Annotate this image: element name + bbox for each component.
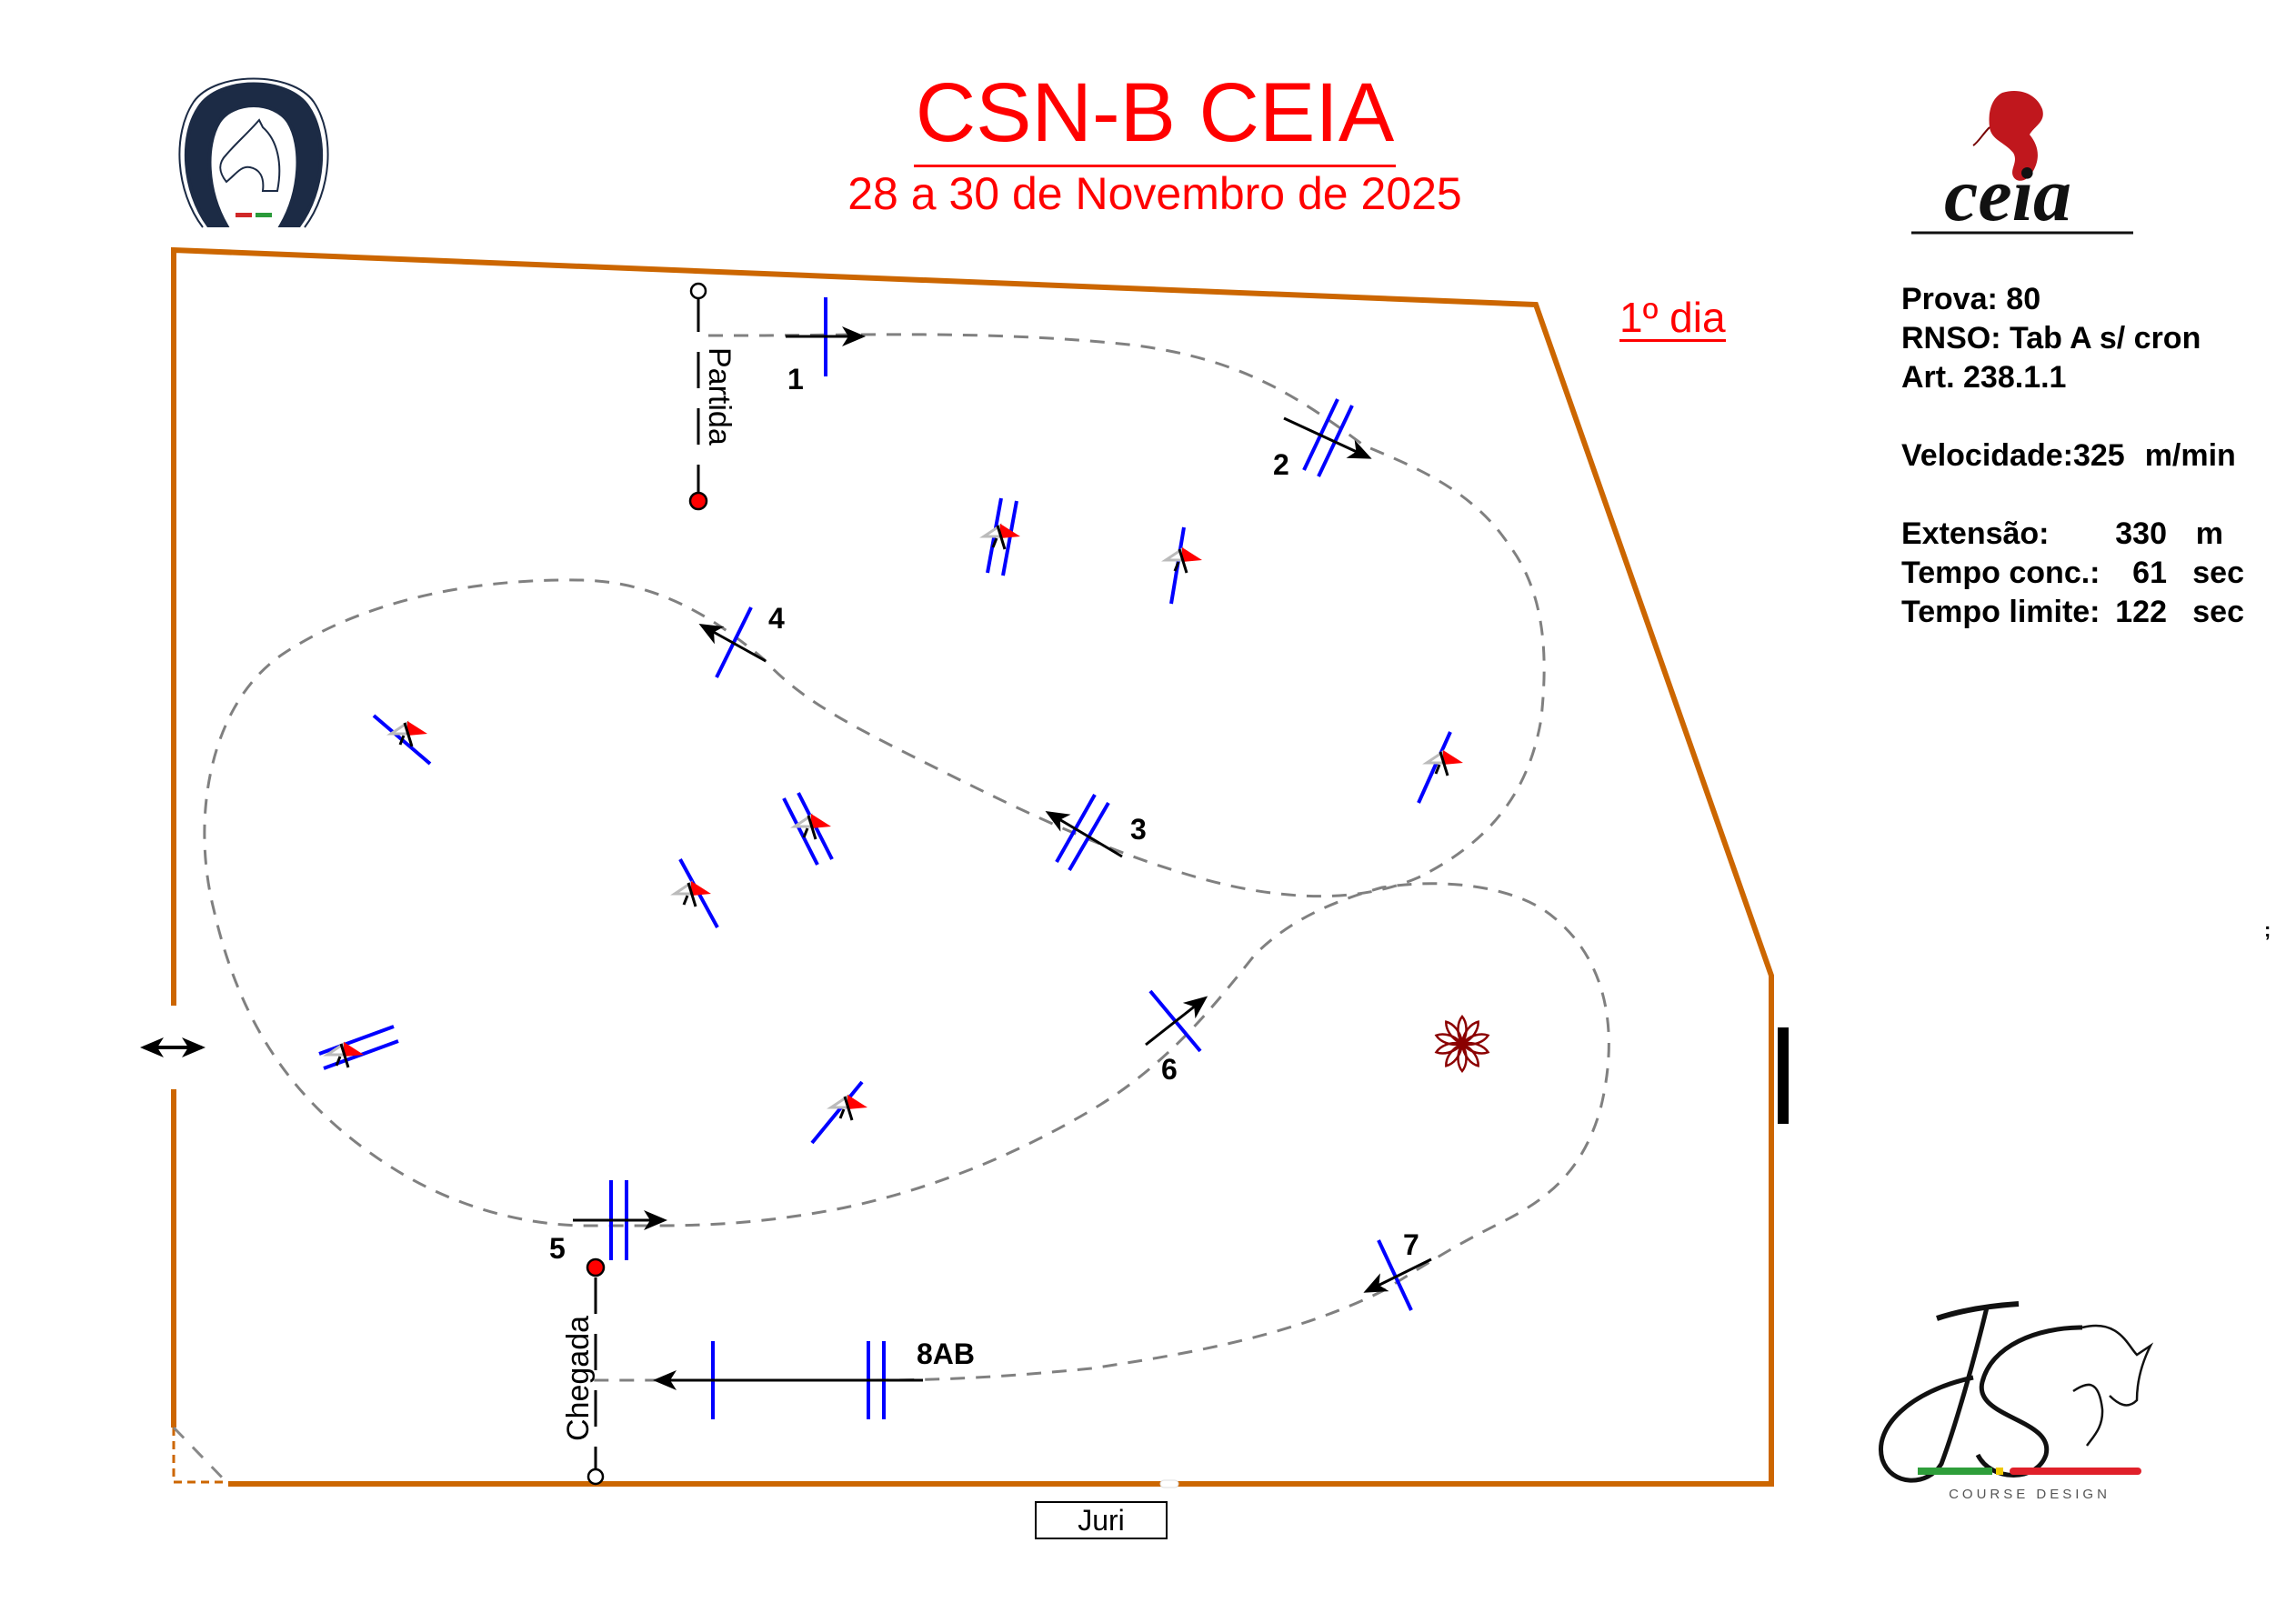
time-allowed-label: Tempo conc.:	[1901, 556, 2100, 590]
info-time-limit: Tempo limite: 122 sec	[1901, 593, 2244, 632]
js-course-design-logo: COURSE DESIGN	[1879, 1301, 2154, 1502]
event-dates: 28 a 30 de Novembro de 2025	[847, 168, 1462, 219]
length-label: Extensão:	[1901, 516, 2050, 551]
time-limit-unit: sec	[2192, 595, 2244, 629]
rnso-label: RNSO:	[1901, 321, 2001, 356]
bottom-gate-gap	[1159, 1479, 1179, 1488]
art-label: Art.	[1901, 360, 1955, 395]
day-label: 1º dia	[1619, 294, 1726, 343]
obstacle-8ab: 8AB	[653, 1337, 975, 1419]
start-line: Partida	[688, 282, 737, 511]
info-rnso: RNSO: Tab A s/ cron	[1901, 319, 2244, 358]
obstacle-number-4: 4	[768, 602, 785, 635]
obstacle-2: 2	[1273, 398, 1372, 481]
obstacle-number-3: 3	[1130, 813, 1147, 846]
finish-label: Chegada	[561, 1316, 596, 1441]
obstacle-4: 4	[698, 602, 785, 678]
decoration-flower-icon	[1434, 1015, 1490, 1073]
unused-obstacle	[1417, 731, 1465, 804]
obstacle-1: 1	[786, 297, 866, 396]
unused-obstacle	[782, 792, 834, 866]
prova-value: 80	[2006, 282, 2041, 316]
info-prova: Prova: 80	[1901, 280, 2244, 319]
ceia-logo-text: ceia	[1944, 153, 2071, 237]
obstacle-5: 5	[549, 1180, 667, 1265]
competition-info: Prova: 80 RNSO: Tab A s/ cron Art. 238.1…	[1901, 280, 2244, 632]
finish-line: Chegada	[561, 1257, 606, 1486]
start-marker-white	[689, 282, 707, 300]
info-speed: Velocidade:325 m/min	[1901, 436, 2244, 476]
obstacle-number-7: 7	[1403, 1228, 1419, 1261]
obstacle-number-5: 5	[549, 1232, 566, 1265]
start-marker-red	[688, 491, 708, 511]
unused-obstacle	[372, 714, 432, 766]
speed-unit: m/min	[2144, 438, 2236, 473]
obstacle-3: 3	[1045, 794, 1147, 872]
unused-obstacle	[673, 858, 719, 928]
speed-value: 325	[2072, 438, 2125, 473]
info-time-allowed: Tempo conc.: 61 sec	[1901, 554, 2244, 593]
obstacle-number-8ab: 8AB	[917, 1337, 975, 1370]
art-value: 238.1.1	[1963, 360, 2067, 395]
course-design-text: COURSE DESIGN	[1949, 1487, 2111, 1502]
arena-fence	[171, 246, 1774, 1487]
length-value: 330	[2115, 516, 2167, 551]
speed-label: Velocidade:	[1901, 438, 2073, 473]
screen-bar	[1778, 1027, 1789, 1124]
federation-logo	[178, 77, 329, 228]
unused-obstacle	[982, 497, 1022, 576]
time-limit-value: 122	[2115, 595, 2167, 629]
time-allowed-unit: sec	[2192, 556, 2244, 590]
ceia-logo: ceia	[1911, 91, 2133, 237]
info-length: Extensão: 330 m	[1901, 515, 2244, 554]
stray-mark: ;	[2264, 918, 2271, 941]
rnso-value: Tab A s/ cron	[2010, 321, 2201, 356]
prova-label: Prova:	[1901, 282, 1998, 316]
length-unit: m	[2195, 516, 2223, 551]
obstacle-number-6: 6	[1161, 1053, 1178, 1086]
start-label: Partida	[702, 347, 737, 446]
obstacle-number-1: 1	[787, 363, 804, 396]
info-art: Art. 238.1.1	[1901, 358, 2244, 397]
obstacle-number-2: 2	[1273, 448, 1289, 481]
obstacle-6: 6	[1145, 989, 1208, 1086]
course-track	[203, 333, 1610, 1382]
unused-obstacle	[810, 1080, 869, 1145]
page-title-text: CSN-B CEIA	[913, 66, 1397, 167]
page-title: CSN-B CEIA	[0, 66, 2296, 167]
unused-obstacle	[318, 1025, 399, 1070]
time-allowed-value: 61	[2132, 556, 2167, 590]
finish-marker-white	[587, 1468, 605, 1486]
obstacle-7: 7	[1363, 1228, 1432, 1311]
finish-marker-red	[586, 1257, 606, 1277]
time-limit-label: Tempo limite:	[1901, 595, 2100, 629]
jury-box: Juri	[1035, 1501, 1168, 1539]
unused-obstacle	[1164, 526, 1204, 605]
